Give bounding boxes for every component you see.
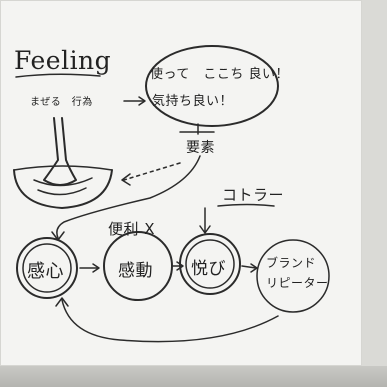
down-arrow	[199, 207, 211, 234]
step3-circle-inner	[185, 239, 235, 289]
step4-circle	[256, 239, 330, 313]
mix-arrow-head	[138, 96, 146, 106]
bowl-rim	[13, 165, 113, 171]
return-loop-head	[55, 297, 69, 307]
arrow-3-4	[241, 263, 258, 273]
step4-label-1: ブランド	[266, 256, 317, 270]
arrow-1-2	[79, 263, 100, 273]
arrow-2-3	[171, 261, 184, 271]
spoon-icon	[43, 117, 77, 186]
bowl-icon	[13, 169, 113, 209]
return-loop	[61, 299, 279, 343]
bubble-stem	[179, 123, 215, 135]
second-whiteboard-edge	[362, 0, 387, 366]
step2-label: 感動	[118, 261, 153, 281]
bubble-line-2: 気持ち良い！	[152, 94, 234, 109]
element-arrow	[56, 155, 201, 239]
step1-circle-inner	[22, 243, 72, 293]
feeling-title: Feeling	[14, 46, 112, 75]
benefit-label: 便利 X	[108, 220, 156, 238]
dashed-arrow	[123, 162, 181, 181]
mixing-label: まぜる 行為	[30, 97, 93, 108]
title-underline	[15, 73, 101, 78]
step1-circle	[16, 237, 78, 299]
step3-label: 悦び	[191, 259, 226, 279]
element-label: 要素	[186, 140, 215, 156]
koto-underline	[217, 203, 275, 207]
swirl	[33, 177, 93, 196]
step4-label-2: リピーター	[266, 276, 329, 290]
koto-label: コトラー	[222, 186, 285, 204]
marker-tray	[0, 366, 387, 387]
feeling-bubble	[145, 45, 279, 127]
whiteboard	[0, 0, 362, 366]
bubble-line-1: 使って ここち 良い！	[150, 67, 289, 82]
step1-label: 感心	[27, 261, 64, 282]
dashed-arrow-head	[121, 173, 131, 186]
